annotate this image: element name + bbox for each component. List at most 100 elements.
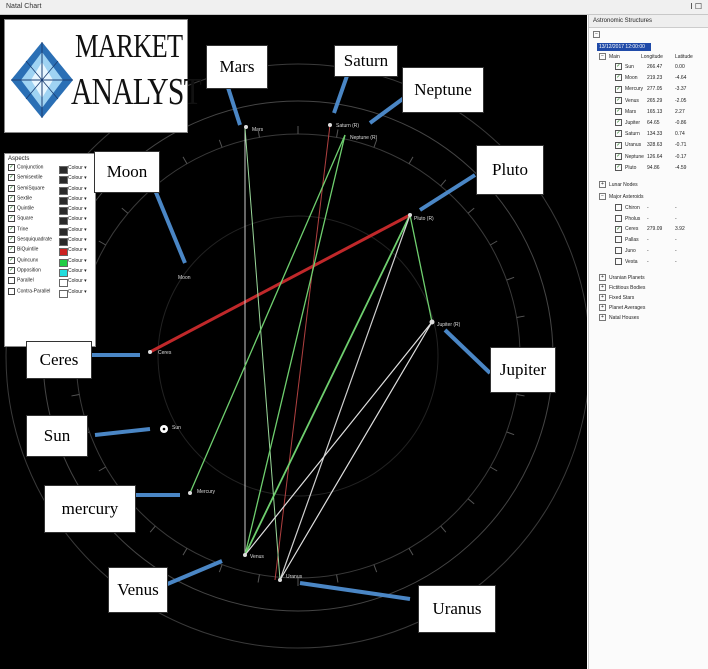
planet-checkbox[interactable]: ✓ bbox=[615, 141, 622, 149]
expand-icon[interactable]: + bbox=[599, 304, 606, 312]
asteroid-checkbox[interactable] bbox=[615, 236, 622, 244]
aspect-colour-dropdown[interactable]: Colour ▾ bbox=[68, 257, 87, 264]
planet-checkbox[interactable]: ✓ bbox=[615, 119, 622, 127]
group-major-asteroids[interactable]: −Major Asteroids bbox=[589, 193, 707, 202]
aspect-colour-dropdown[interactable]: Colour ▾ bbox=[68, 195, 87, 202]
collapse-icon[interactable]: − bbox=[599, 193, 606, 201]
asteroid-checkbox[interactable]: ✓ bbox=[615, 225, 622, 233]
planet-checkbox[interactable]: ✓ bbox=[615, 63, 622, 71]
chart-area[interactable]: Mars Saturn (R) Neptune (R) Pluto (R) Mo… bbox=[0, 15, 587, 669]
aspect-checkbox[interactable]: ✓ bbox=[8, 184, 15, 192]
aspect-colour-dropdown[interactable]: Colour ▾ bbox=[68, 185, 87, 192]
planet-checkbox[interactable]: ✓ bbox=[615, 152, 622, 160]
expand-icon[interactable]: + bbox=[599, 284, 606, 292]
aspect-checkbox[interactable]: ✓ bbox=[8, 164, 15, 171]
expand-icon[interactable]: + bbox=[599, 181, 606, 189]
aspect-checkbox[interactable]: ✓ bbox=[8, 256, 15, 264]
group-node[interactable]: +Uranian Planets bbox=[589, 274, 707, 283]
asteroid-checkbox[interactable] bbox=[615, 204, 622, 212]
aspect-colour-dropdown[interactable]: Colour ▾ bbox=[68, 267, 87, 274]
aspect-colour-dropdown[interactable]: Colour ▾ bbox=[68, 165, 87, 171]
group-node[interactable]: +Fictitious Bodies bbox=[589, 284, 707, 293]
asteroid-row[interactable]: Chiron-- bbox=[589, 204, 707, 213]
aspect-checkbox[interactable]: ✓ bbox=[8, 205, 15, 213]
group-node[interactable]: +Fixed Stars bbox=[589, 294, 707, 303]
collapse-icon[interactable]: − bbox=[599, 53, 606, 61]
aspect-checkbox[interactable]: ✓ bbox=[8, 225, 15, 233]
aspect-color-swatch[interactable] bbox=[59, 186, 68, 195]
aspect-colour-dropdown[interactable]: Colour ▾ bbox=[68, 216, 87, 223]
asteroid-row[interactable]: Pallas-- bbox=[589, 236, 707, 245]
aspect-color-swatch[interactable] bbox=[59, 176, 68, 185]
asteroid-checkbox[interactable] bbox=[615, 246, 622, 254]
aspect-checkbox[interactable]: ✓ bbox=[8, 215, 15, 223]
aspect-colour-dropdown[interactable]: Colour ▾ bbox=[68, 288, 87, 295]
selected-date-node[interactable]: 13/12/2017 12:00:00 PM bbox=[597, 43, 651, 58]
planet-checkbox[interactable]: ✓ bbox=[615, 163, 622, 171]
asteroid-row[interactable]: Juno-- bbox=[589, 246, 707, 256]
aspect-colour-dropdown[interactable]: Colour ▾ bbox=[68, 278, 87, 285]
group-lunar-nodes[interactable]: +Lunar Nodes bbox=[589, 181, 707, 190]
aspect-color-swatch[interactable] bbox=[59, 166, 68, 174]
expand-icon[interactable]: + bbox=[599, 274, 606, 282]
group-node[interactable]: +Planet Averages bbox=[589, 304, 707, 313]
asteroid-row[interactable]: Pholus-- bbox=[589, 214, 707, 224]
asteroid-row[interactable]: Vesta-- bbox=[589, 257, 707, 267]
aspect-checkbox[interactable]: ✓ bbox=[8, 174, 15, 182]
expand-icon[interactable]: + bbox=[599, 314, 606, 322]
planet-checkbox[interactable]: ✓ bbox=[615, 74, 622, 82]
aspect-color-swatch[interactable] bbox=[59, 279, 68, 288]
planet-checkbox[interactable]: ✓ bbox=[615, 130, 622, 138]
aspect-colour-dropdown[interactable]: Colour ▾ bbox=[68, 247, 87, 254]
aspect-colour-dropdown[interactable]: Colour ▾ bbox=[68, 226, 87, 233]
aspect-color-swatch[interactable] bbox=[59, 217, 68, 226]
aspect-checkbox[interactable]: ✓ bbox=[8, 246, 15, 254]
planet-checkbox[interactable]: ✓ bbox=[615, 107, 622, 115]
aspect-checkbox[interactable] bbox=[8, 277, 15, 285]
planet-checkbox[interactable]: ✓ bbox=[615, 85, 622, 93]
aspect-color-swatch[interactable] bbox=[59, 196, 68, 205]
aspect-color-swatch[interactable] bbox=[59, 268, 68, 277]
aspect-color-swatch[interactable] bbox=[59, 289, 68, 298]
planet-checkbox[interactable]: ✓ bbox=[615, 96, 622, 104]
aspect-colour-dropdown[interactable]: Colour ▾ bbox=[68, 175, 87, 182]
aspect-color-swatch[interactable] bbox=[59, 207, 68, 216]
asteroid-checkbox[interactable] bbox=[615, 257, 622, 265]
aspect-color-swatch[interactable] bbox=[59, 238, 68, 247]
aspect-checkbox[interactable]: ✓ bbox=[8, 266, 15, 274]
root-node-toggle[interactable]: − bbox=[589, 31, 707, 40]
window-controls[interactable]: I ☐ bbox=[690, 2, 702, 11]
aspect-color-swatch[interactable] bbox=[59, 227, 68, 236]
aspect-checkbox[interactable] bbox=[8, 287, 15, 295]
aspect-colour-dropdown[interactable]: Colour ▾ bbox=[68, 206, 87, 213]
aspect-checkbox[interactable]: ✓ bbox=[8, 194, 15, 202]
collapse-icon[interactable]: − bbox=[593, 31, 600, 39]
aspect-color-swatch[interactable] bbox=[59, 248, 68, 257]
aspect-color-swatch[interactable] bbox=[59, 258, 68, 267]
aspect-checkbox[interactable]: ✓ bbox=[8, 236, 15, 244]
